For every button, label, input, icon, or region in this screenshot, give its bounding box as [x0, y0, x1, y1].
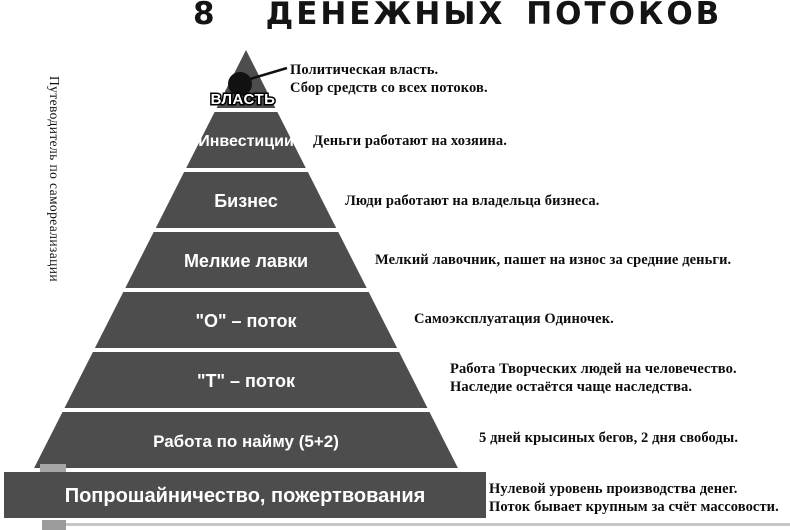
annotation-begging: Нулевой уровень производства денег. Пото… — [489, 480, 779, 516]
title-words: ДЕНЕЖНЫХ ПОТОКОВ — [265, 0, 723, 32]
level-label-t-flow: "Т" – поток — [197, 371, 296, 391]
annotation-line: Мелкий лавочник, пашет на износ за средн… — [375, 252, 732, 268]
annotation-line: Сбор средств со всех потоков. — [290, 80, 488, 96]
annotation-t-flow: Работа Творческих людей на человечество.… — [450, 360, 737, 396]
pyramid-level-employment — [34, 412, 458, 468]
annotation-line: Нулевой уровень производства денег. — [489, 481, 738, 497]
annotation-power: Политическая власть. Сбор средств со все… — [290, 61, 488, 97]
annotation-line: Поток бывает крупным за счёт массовости. — [489, 499, 779, 515]
annotation-line: Деньги работают на хозяина. — [313, 133, 507, 149]
annotation-line: Наследие остаётся чаще наследства. — [450, 379, 693, 395]
pyramid-level-o-flow — [94, 292, 398, 348]
level-label-investments: Инвестиции — [198, 133, 294, 150]
annotation-line: Работа Творческих людей на человечество. — [450, 361, 737, 377]
level-label-business: Бизнес — [214, 191, 278, 211]
level-label-begging: Попрошайничество, пожертвования — [65, 485, 426, 507]
annotation-o-flow: Самоэксплуатация Одиночек. — [414, 310, 614, 328]
gap-patch-bottom — [42, 520, 66, 530]
power-dot-icon — [228, 72, 252, 96]
title-number: 8 — [193, 0, 218, 32]
pyramid-level-business — [155, 172, 337, 228]
annotation-business: Люди работают на владельца бизнеса. — [345, 192, 599, 210]
pyramid-level-begging — [4, 472, 486, 518]
annotation-line: 5 дней крысиных бегов, 2 дня свободы. — [479, 430, 739, 446]
level-label-small-shops: Мелкие лавки — [184, 251, 308, 271]
annotation-line: Политическая власть. — [290, 62, 439, 78]
main-title: 8 ДЕНЕЖНЫХ ПОТОКОВ — [193, 0, 722, 32]
annotation-investments: Деньги работают на хозяина. — [313, 132, 507, 150]
level-label-employment: Работа по найму (5+2) — [153, 432, 339, 451]
level-label-o-flow: "О" – поток — [195, 311, 297, 331]
callout-line — [249, 66, 288, 81]
gap-patch-top — [40, 464, 66, 472]
level-label-power: ВЛАСТЬ — [211, 91, 276, 108]
annotation-small-shops: Мелкий лавочник, пашет на износ за средн… — [375, 251, 731, 269]
bottom-edge-line — [66, 523, 790, 526]
pyramid-level-small-shops — [125, 232, 367, 288]
pyramid-level-investments — [186, 112, 306, 168]
pyramid-level-t-flow — [64, 352, 428, 408]
annotation-employment: 5 дней крысиных бегов, 2 дня свободы. — [479, 429, 738, 447]
annotation-line: Самоэксплуатация Одиночек. — [414, 311, 614, 327]
annotation-line: Люди работают на владельца бизнеса. — [345, 193, 600, 209]
